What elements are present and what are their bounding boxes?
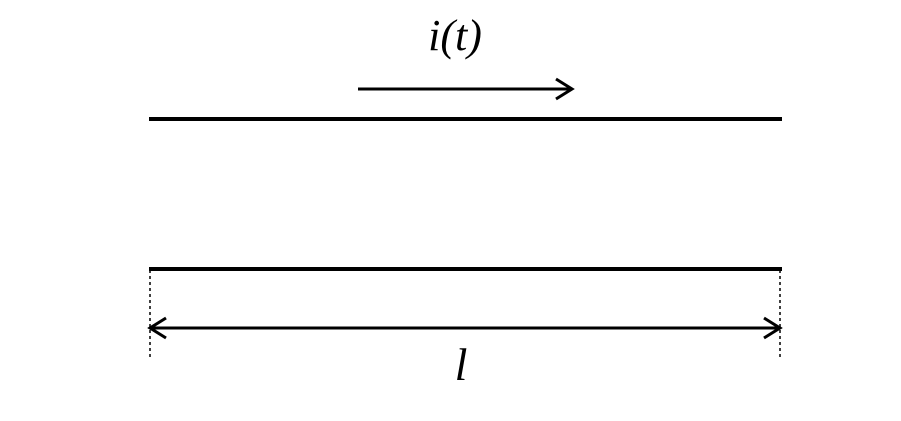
current-arrow-head (555, 77, 575, 101)
length-label: l (455, 339, 468, 390)
current-label: i(t) (428, 11, 482, 60)
length-arrow-head-right (763, 316, 783, 340)
current-direction-arrow (358, 77, 575, 101)
length-arrow-head-left (147, 316, 167, 340)
length-dimension-arrow (147, 316, 783, 340)
